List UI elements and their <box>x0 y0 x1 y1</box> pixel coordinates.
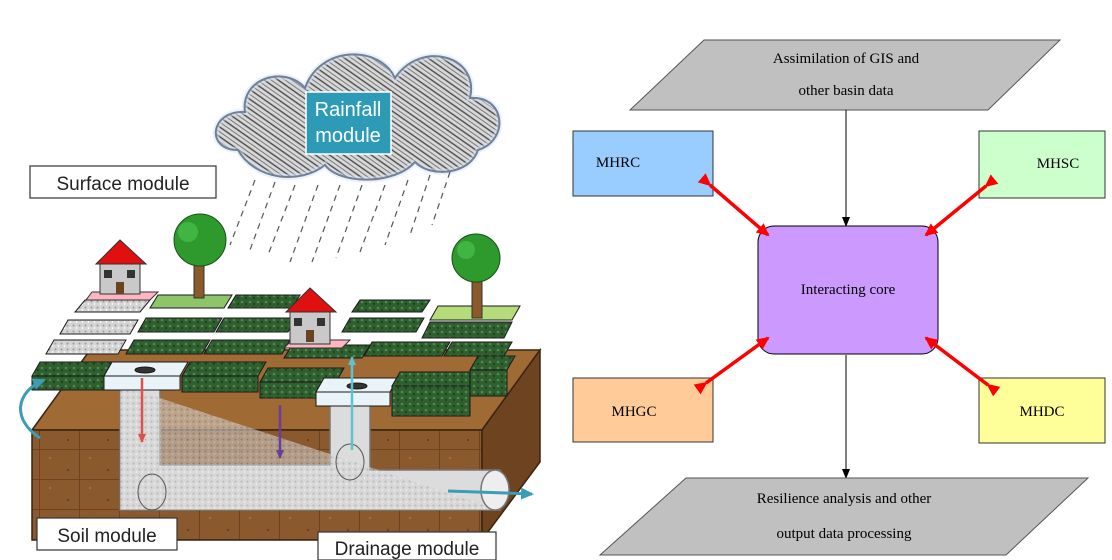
mhrc-core-arrow <box>697 173 770 237</box>
mhgc-core-arrow <box>693 336 770 395</box>
input-data-node <box>628 39 1062 111</box>
core-label: Interacting core <box>801 282 896 298</box>
output-label-line2: output data processing <box>777 526 912 542</box>
house-icon <box>85 239 160 301</box>
overflow-curve-arrow <box>19 378 46 440</box>
catchment-illustration: Rainfall module <box>19 51 542 560</box>
output-data-node <box>598 477 1090 556</box>
mhgc-label: MHGC <box>611 404 656 420</box>
drainage-label-text: Drainage module <box>335 539 480 560</box>
surface-module-label: Surface module <box>29 165 217 199</box>
output-label-line1: Resilience analysis and other <box>757 491 932 507</box>
mhdc-label: MHDC <box>1019 404 1064 420</box>
soil-module-label: Soil module <box>36 517 178 551</box>
drainage-module-label: Drainage module <box>317 531 497 560</box>
interacting-core-node <box>757 225 939 355</box>
mhrc-node <box>572 130 714 197</box>
flowchart: Assimilation of GIS and other basin data… <box>572 39 1106 556</box>
mhrc-label: MHRC <box>596 155 640 171</box>
outflow-arrow <box>447 487 534 500</box>
mhdc-core-arrow <box>924 336 1001 397</box>
tree-icon <box>451 233 501 319</box>
mhgc-node <box>572 377 714 443</box>
mhsc-node <box>978 130 1106 199</box>
soil-label-text: Soil module <box>57 526 156 547</box>
rainfall-label-line1: Rainfall <box>315 99 382 121</box>
rainfall-label-line2: module <box>315 125 381 147</box>
house-icon <box>282 287 352 349</box>
surface-label-text: Surface module <box>56 174 189 195</box>
input-label-line2: other basin data <box>799 83 894 99</box>
rain-drops <box>229 171 451 263</box>
rainfall-module-label: Rainfall module <box>305 91 392 155</box>
mhsc-label: MHSC <box>1037 156 1080 172</box>
input-label-line1: Assimilation of GIS and <box>773 51 920 67</box>
tree-icon <box>173 213 227 299</box>
mhsc-core-arrow <box>924 174 999 237</box>
